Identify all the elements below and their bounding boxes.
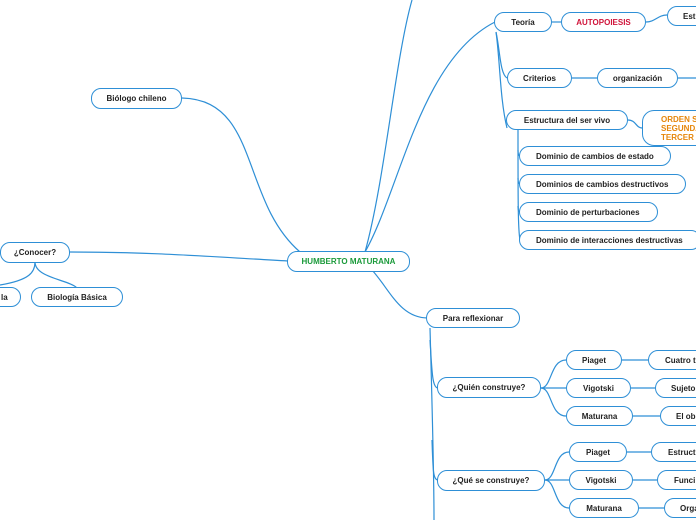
node-orga[interactable]: Orga bbox=[664, 498, 696, 518]
node-orden[interactable]: ORDEN S SEGUNDA TERCER O bbox=[642, 110, 696, 146]
node-quien-construye[interactable]: ¿Quién construye? bbox=[437, 377, 541, 398]
node-dominio-cambios-estado[interactable]: Dominio de cambios de estado bbox=[519, 146, 671, 166]
center-node[interactable]: HUMBERTO MATURANA bbox=[287, 251, 410, 272]
orden-line-2: SEGUNDA bbox=[661, 123, 696, 133]
node-conocer-left[interactable]: la bbox=[0, 287, 21, 307]
orden-line-1: ORDEN S bbox=[661, 114, 696, 124]
node-piaget-2[interactable]: Piaget bbox=[569, 442, 627, 462]
node-biologo-chileno[interactable]: Biólogo chileno bbox=[91, 88, 182, 109]
node-sujeto[interactable]: Sujeto bbox=[655, 378, 696, 398]
node-estr[interactable]: Estr bbox=[667, 6, 696, 26]
node-dominio-perturbaciones[interactable]: Dominio de perturbaciones bbox=[519, 202, 658, 222]
node-criterios[interactable]: Criterios bbox=[507, 68, 572, 88]
node-piaget-1[interactable]: Piaget bbox=[566, 350, 622, 370]
node-conocer[interactable]: ¿Conocer? bbox=[0, 242, 70, 263]
node-para-reflexionar[interactable]: Para reflexionar bbox=[426, 308, 520, 328]
node-que-construye[interactable]: ¿Qué se construye? bbox=[437, 470, 545, 491]
node-dominio-interacciones[interactable]: Dominio de interacciones destructivas bbox=[519, 230, 696, 250]
node-el-ob[interactable]: El ob bbox=[660, 406, 696, 426]
node-vigotski-2[interactable]: Vigotski bbox=[569, 470, 633, 490]
node-cuatro-t[interactable]: Cuatro t bbox=[648, 350, 696, 370]
node-biologia-basica[interactable]: Biología Básica bbox=[31, 287, 123, 307]
node-vigotski-1[interactable]: Vigotski bbox=[566, 378, 631, 398]
node-organizacion[interactable]: organización bbox=[597, 68, 678, 88]
orden-line-3: TERCER O bbox=[661, 132, 696, 142]
node-funci[interactable]: Funci bbox=[657, 470, 696, 490]
node-estructura-ser-vivo[interactable]: Estructura del ser vivo bbox=[506, 110, 628, 130]
node-maturana-1[interactable]: Maturana bbox=[566, 406, 633, 426]
node-autopoiesis[interactable]: AUTOPOIESIS bbox=[561, 12, 646, 32]
node-teoria[interactable]: Teoría bbox=[494, 12, 552, 32]
node-dominios-cambios-destructivos[interactable]: Dominios de cambios destructivos bbox=[519, 174, 686, 194]
node-maturana-2[interactable]: Maturana bbox=[569, 498, 639, 518]
node-estruct[interactable]: Estruct bbox=[651, 442, 696, 462]
